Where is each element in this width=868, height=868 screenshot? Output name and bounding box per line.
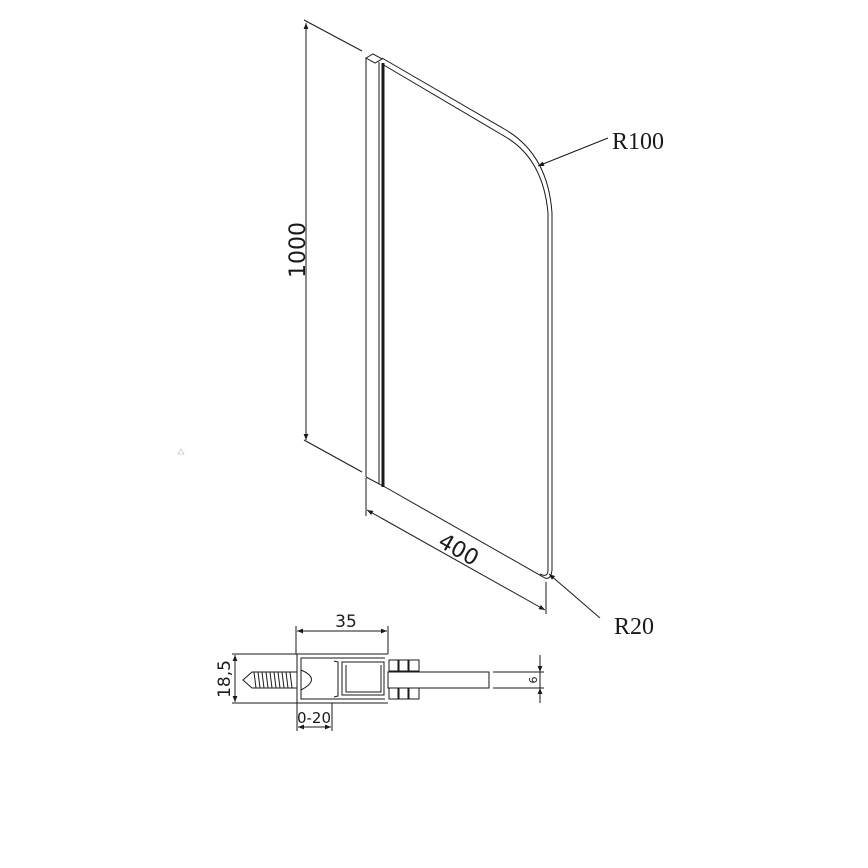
seal-blocks [388, 659, 420, 700]
profile-depth-label: 18,5 [215, 660, 235, 698]
glass-thickness-label: 6 [527, 677, 540, 684]
glass-panel [364, 53, 553, 579]
width-label: 400 [434, 529, 483, 571]
adjustment-label: 0-20 [297, 709, 331, 727]
bottom-radius-callout: R20 [548, 573, 654, 640]
profile-section: 35 6 18,5 [215, 612, 544, 731]
glass-section [387, 671, 490, 689]
triangle-mark-icon [177, 448, 185, 455]
wall-profile [364, 53, 385, 487]
profile-width-label: 35 [335, 612, 357, 632]
glass-outline [381, 57, 553, 579]
bottom-radius-label: R20 [614, 614, 654, 640]
height-label: 1000 [286, 222, 311, 278]
screw [242, 671, 297, 689]
top-radius-callout: R100 [537, 129, 664, 167]
width-dimension: 400 [365, 478, 547, 614]
top-radius-label: R100 [612, 129, 664, 155]
height-dimension: 1000 [286, 19, 363, 473]
